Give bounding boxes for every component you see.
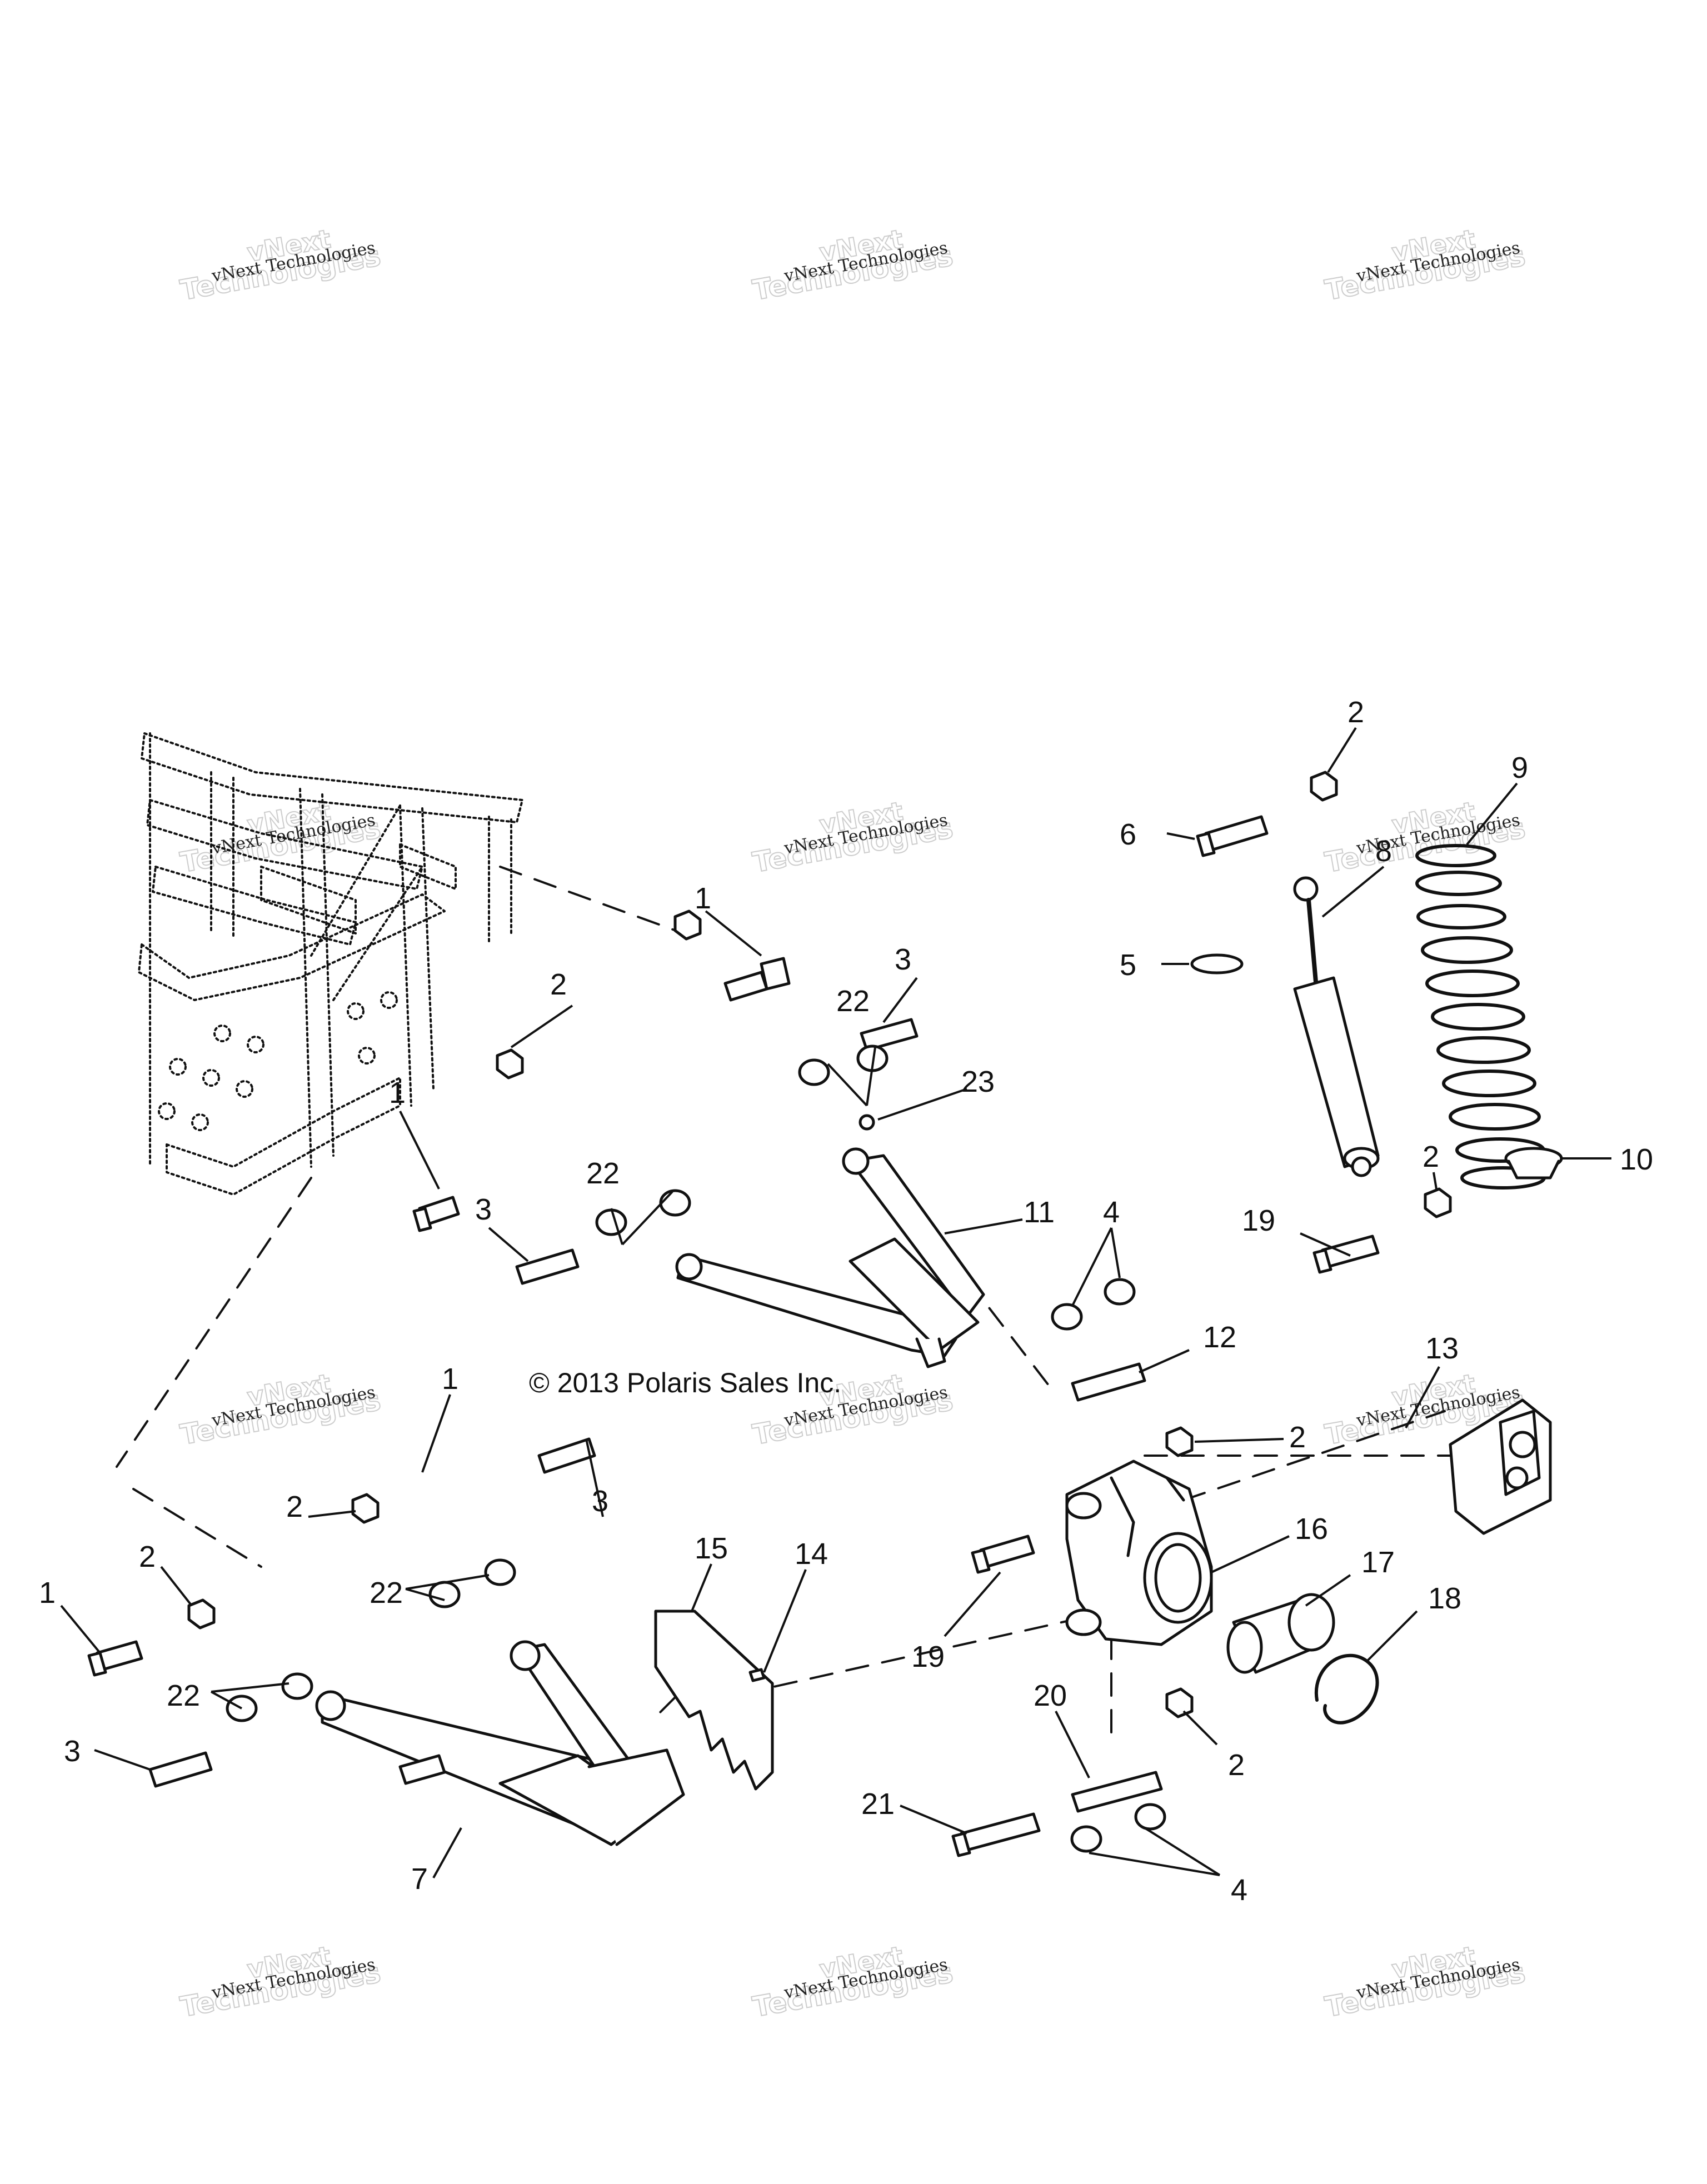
callout-22: 22 <box>370 1576 403 1610</box>
callout-2: 2 <box>139 1540 156 1573</box>
callout-2: 2 <box>1228 1748 1245 1782</box>
nuts <box>187 771 1452 1718</box>
callout-6: 6 <box>1120 818 1136 851</box>
lower-control-arm <box>315 1640 685 1846</box>
washer <box>1190 953 1244 974</box>
callout-7: 7 <box>411 1862 428 1896</box>
bearing <box>1226 1593 1335 1674</box>
callout-3: 3 <box>64 1735 81 1768</box>
callout-22: 22 <box>836 984 870 1018</box>
spring-retainer <box>1504 1147 1563 1180</box>
callout-19: 19 <box>911 1640 945 1673</box>
knuckle <box>1065 1460 1213 1646</box>
grease-fitting <box>859 1114 875 1131</box>
callout-22: 22 <box>167 1679 200 1712</box>
callout-3: 3 <box>895 943 911 976</box>
callout-21: 21 <box>861 1787 895 1821</box>
callout-1: 1 <box>442 1362 458 1396</box>
callout-19: 19 <box>1242 1204 1275 1237</box>
callouts: 1 2 1 3 22 23 22 3 11 4 2 6 8 9 5 10 2 1… <box>39 696 1653 1907</box>
callout-22: 22 <box>586 1157 620 1190</box>
callout-12: 12 <box>1203 1321 1236 1354</box>
frame-section <box>138 732 523 1196</box>
callout-1: 1 <box>389 1076 406 1110</box>
callout-1: 1 <box>695 882 711 915</box>
splash-guard <box>654 1610 774 1791</box>
callout-4: 4 <box>1103 1196 1120 1229</box>
callout-8: 8 <box>1375 834 1392 868</box>
callout-20: 20 <box>1034 1679 1067 1712</box>
leader-lines <box>60 727 1611 1878</box>
callout-2: 2 <box>286 1490 303 1523</box>
callout-23: 23 <box>961 1065 995 1098</box>
callout-16: 16 <box>1295 1512 1328 1546</box>
callout-11: 11 <box>1024 1196 1055 1229</box>
callout-2: 2 <box>550 968 567 1001</box>
callout-5: 5 <box>1120 948 1136 982</box>
callout-15: 15 <box>695 1532 728 1565</box>
callout-2: 2 <box>1347 696 1364 729</box>
sleeves <box>148 1018 1163 1813</box>
callout-14: 14 <box>795 1537 828 1571</box>
callout-3: 3 <box>475 1193 492 1226</box>
callout-2: 2 <box>1289 1421 1306 1454</box>
callout-1: 1 <box>39 1576 56 1610</box>
upper-control-arm <box>675 1147 985 1368</box>
copyright-notice: © 2013 Polaris Sales Inc. <box>529 1367 842 1398</box>
callout-18: 18 <box>1428 1582 1461 1615</box>
callout-9: 9 <box>1511 751 1528 784</box>
callout-2: 2 <box>1422 1140 1439 1173</box>
callout-3: 3 <box>592 1485 608 1518</box>
callout-10: 10 <box>1620 1143 1653 1176</box>
bolts <box>87 815 1380 1857</box>
callout-17: 17 <box>1361 1546 1395 1579</box>
coil-spring <box>1415 844 1546 1190</box>
callout-13: 13 <box>1425 1332 1459 1365</box>
snap-ring <box>1314 1653 1379 1725</box>
shock-absorber <box>1293 876 1380 1177</box>
callout-4: 4 <box>1231 1873 1247 1907</box>
brake-caliper <box>1449 1398 1552 1535</box>
